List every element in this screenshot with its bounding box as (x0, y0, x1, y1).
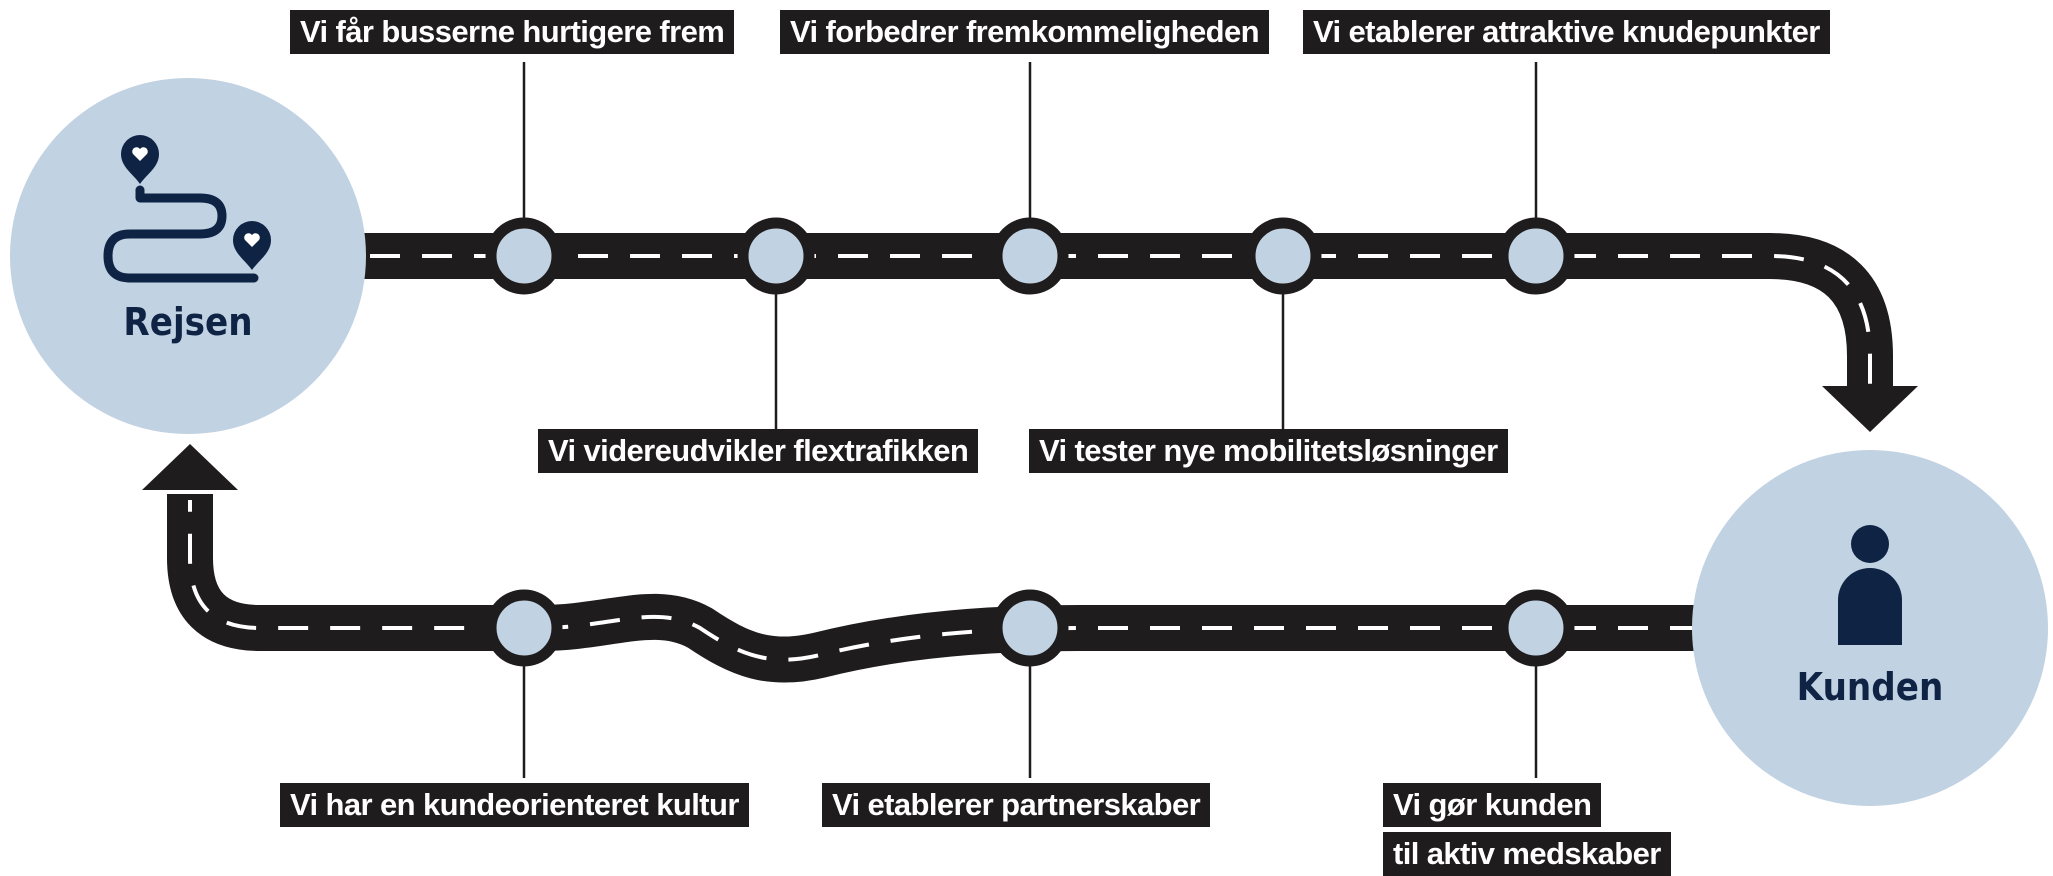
start-title: Rejsen (123, 300, 253, 344)
person-icon (1838, 525, 1902, 645)
label-flex-traffic: Vi videreudvikler flextrafikken (538, 429, 979, 473)
end-circle (1692, 450, 2048, 806)
route-pin-icon (103, 135, 271, 283)
label-customer-cocreator-line2: til aktiv medskaber (1383, 832, 1671, 876)
top-road (360, 233, 1918, 432)
milestone-node (485, 217, 563, 295)
end-title: Kunden (1796, 665, 1944, 709)
milestone-node (1497, 589, 1575, 667)
milestone-node (1244, 217, 1322, 295)
start-circle (10, 78, 366, 434)
label-partnerships: Vi etablerer partnerskaber (822, 783, 1211, 827)
arrow-down-icon (1822, 386, 1918, 432)
milestone-nodes (485, 217, 1575, 667)
milestone-node (1497, 217, 1575, 295)
arrow-up-icon (142, 444, 238, 490)
milestone-node (485, 589, 563, 667)
label-customer-cocreator-line1: Vi gør kunden (1383, 783, 1602, 827)
bottom-road (142, 444, 1710, 683)
label-hubs: Vi etablerer attraktive knudepunkter (1303, 10, 1830, 54)
label-mobility-solutions: Vi tester nye mobilitetsløsninger (1029, 429, 1508, 473)
milestone-node (737, 217, 815, 295)
milestone-node (991, 589, 1069, 667)
label-accessibility: Vi forbedrer fremkommeligheden (780, 10, 1269, 54)
label-faster-buses: Vi får busserne hurtigere frem (290, 10, 735, 54)
connector-lines (522, 62, 1538, 778)
label-customer-culture: Vi har en kundeorienteret kultur (280, 783, 749, 827)
milestone-node (991, 217, 1069, 295)
